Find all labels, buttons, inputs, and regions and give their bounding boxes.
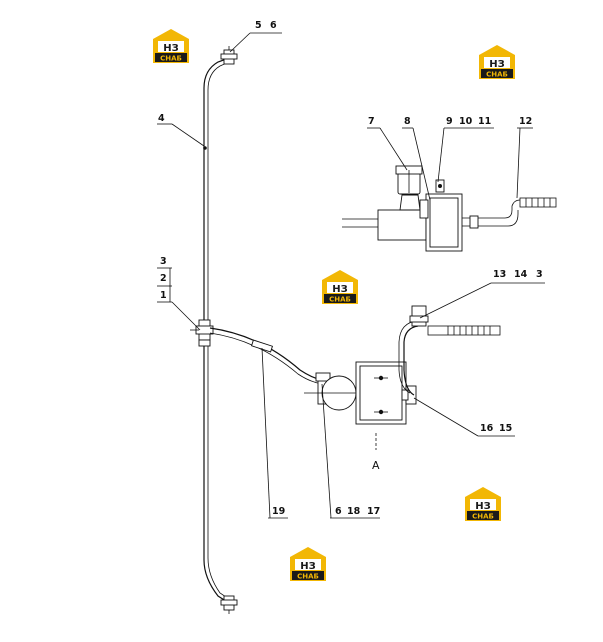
label-18: 18 — [347, 506, 361, 517]
brake-valve-assembly — [304, 361, 417, 450]
label-5: 5 — [255, 20, 262, 31]
label-17: 17 — [367, 506, 380, 517]
view-label-a: A — [372, 459, 380, 472]
label-15: 15 — [499, 423, 512, 434]
svg-text:НЗ: НЗ — [300, 561, 315, 572]
svg-text:СНАБ: СНАБ — [297, 573, 319, 581]
label-10: 10 — [459, 116, 473, 127]
label-3-left: 3 — [160, 256, 167, 267]
label-19: 19 — [272, 506, 285, 517]
svg-text:СНАБ: СНАБ — [486, 71, 508, 79]
label-4: 4 — [158, 113, 165, 124]
svg-text:НЗ: НЗ — [475, 501, 490, 512]
label-3-right: 3 — [536, 269, 543, 280]
label-14: 14 — [514, 269, 528, 280]
svg-text:СНАБ: СНАБ — [329, 296, 351, 304]
right-return-pipe — [398, 305, 501, 396]
svg-text:НЗ: НЗ — [489, 59, 504, 70]
label-6: 6 — [270, 20, 277, 31]
svg-text:НЗ: НЗ — [163, 43, 178, 54]
part-labels: 5 6 4 7 8 9 10 11 12 3 2 1 13 14 3 16 15… — [158, 20, 543, 517]
watermark-logo-2: НЗ СНАБ — [479, 45, 515, 79]
leader-lines — [157, 32, 545, 519]
watermark-logo-3: НЗ СНАБ — [322, 270, 358, 304]
label-13: 13 — [493, 269, 506, 280]
svg-text:СНАБ: СНАБ — [160, 55, 182, 63]
watermark-logo-1: НЗ СНАБ — [153, 29, 189, 63]
svg-text:НЗ: НЗ — [332, 284, 347, 295]
label-12: 12 — [519, 116, 532, 127]
label-9: 9 — [446, 116, 453, 127]
label-11: 11 — [478, 116, 491, 127]
svg-text:СНАБ: СНАБ — [472, 513, 494, 521]
label-6-bottom: 6 — [335, 506, 342, 517]
label-7: 7 — [368, 116, 375, 127]
master-cylinder-assembly — [342, 165, 557, 252]
watermark-logo-5: НЗ СНАБ — [290, 547, 326, 581]
label-2: 2 — [160, 273, 167, 284]
label-16: 16 — [480, 423, 494, 434]
watermark-logo-4: НЗ СНАБ — [465, 487, 501, 521]
bottom-clamp — [220, 595, 238, 614]
label-8: 8 — [404, 116, 411, 127]
branch-pipe — [209, 327, 323, 385]
top-clamp — [220, 46, 238, 65]
tee-fitting — [190, 319, 214, 347]
label-1: 1 — [160, 290, 167, 301]
